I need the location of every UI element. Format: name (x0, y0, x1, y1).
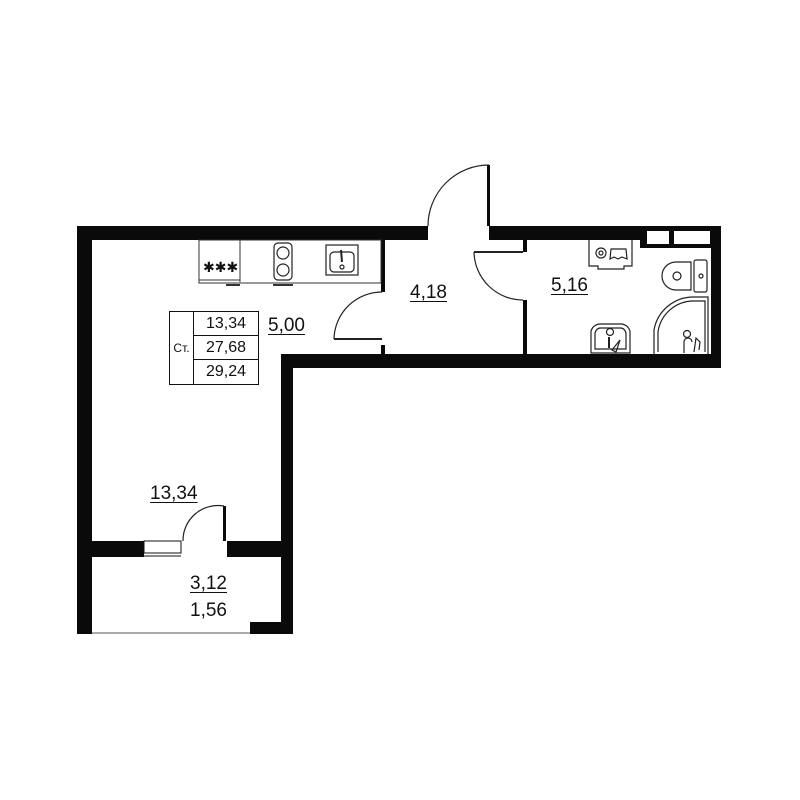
balcony-area-label: 3,12 (190, 573, 227, 594)
bathroom-area-label: 5,16 (551, 275, 588, 296)
area-table-label: Ст. (170, 312, 194, 384)
kitchen-sink-icon (325, 244, 359, 276)
svg-text:✱✱✱: ✱✱✱ (203, 260, 238, 276)
shower-cabin-icon (653, 296, 709, 354)
door-swings (182, 164, 524, 542)
total-area-with-balcony-value: 29,24 (205, 363, 247, 380)
washbasin-icon (590, 323, 631, 354)
kitchen-area-label: 5,00 (268, 315, 305, 336)
total-area-value: 27,68 (194, 336, 258, 360)
cooktop-icon (273, 242, 293, 281)
washing-machine-icon (588, 240, 633, 270)
balcony-window (143, 540, 182, 557)
area-summary-table: Ст. 13,34 27,68 29,24 (169, 311, 259, 385)
kitchen-counter (198, 239, 382, 286)
hallway-area-label: 4,18 (410, 282, 447, 303)
ventilation-shafts (647, 231, 710, 244)
stove-burners-icon: ✱✱✱ (203, 260, 238, 276)
toilet-icon (661, 259, 708, 293)
balcony-reduced-area-label: 1,56 (190, 600, 227, 621)
living-area-value: 13,34 (194, 312, 258, 336)
walls (77, 165, 721, 634)
living-room-area-label: 13,34 (150, 483, 198, 504)
